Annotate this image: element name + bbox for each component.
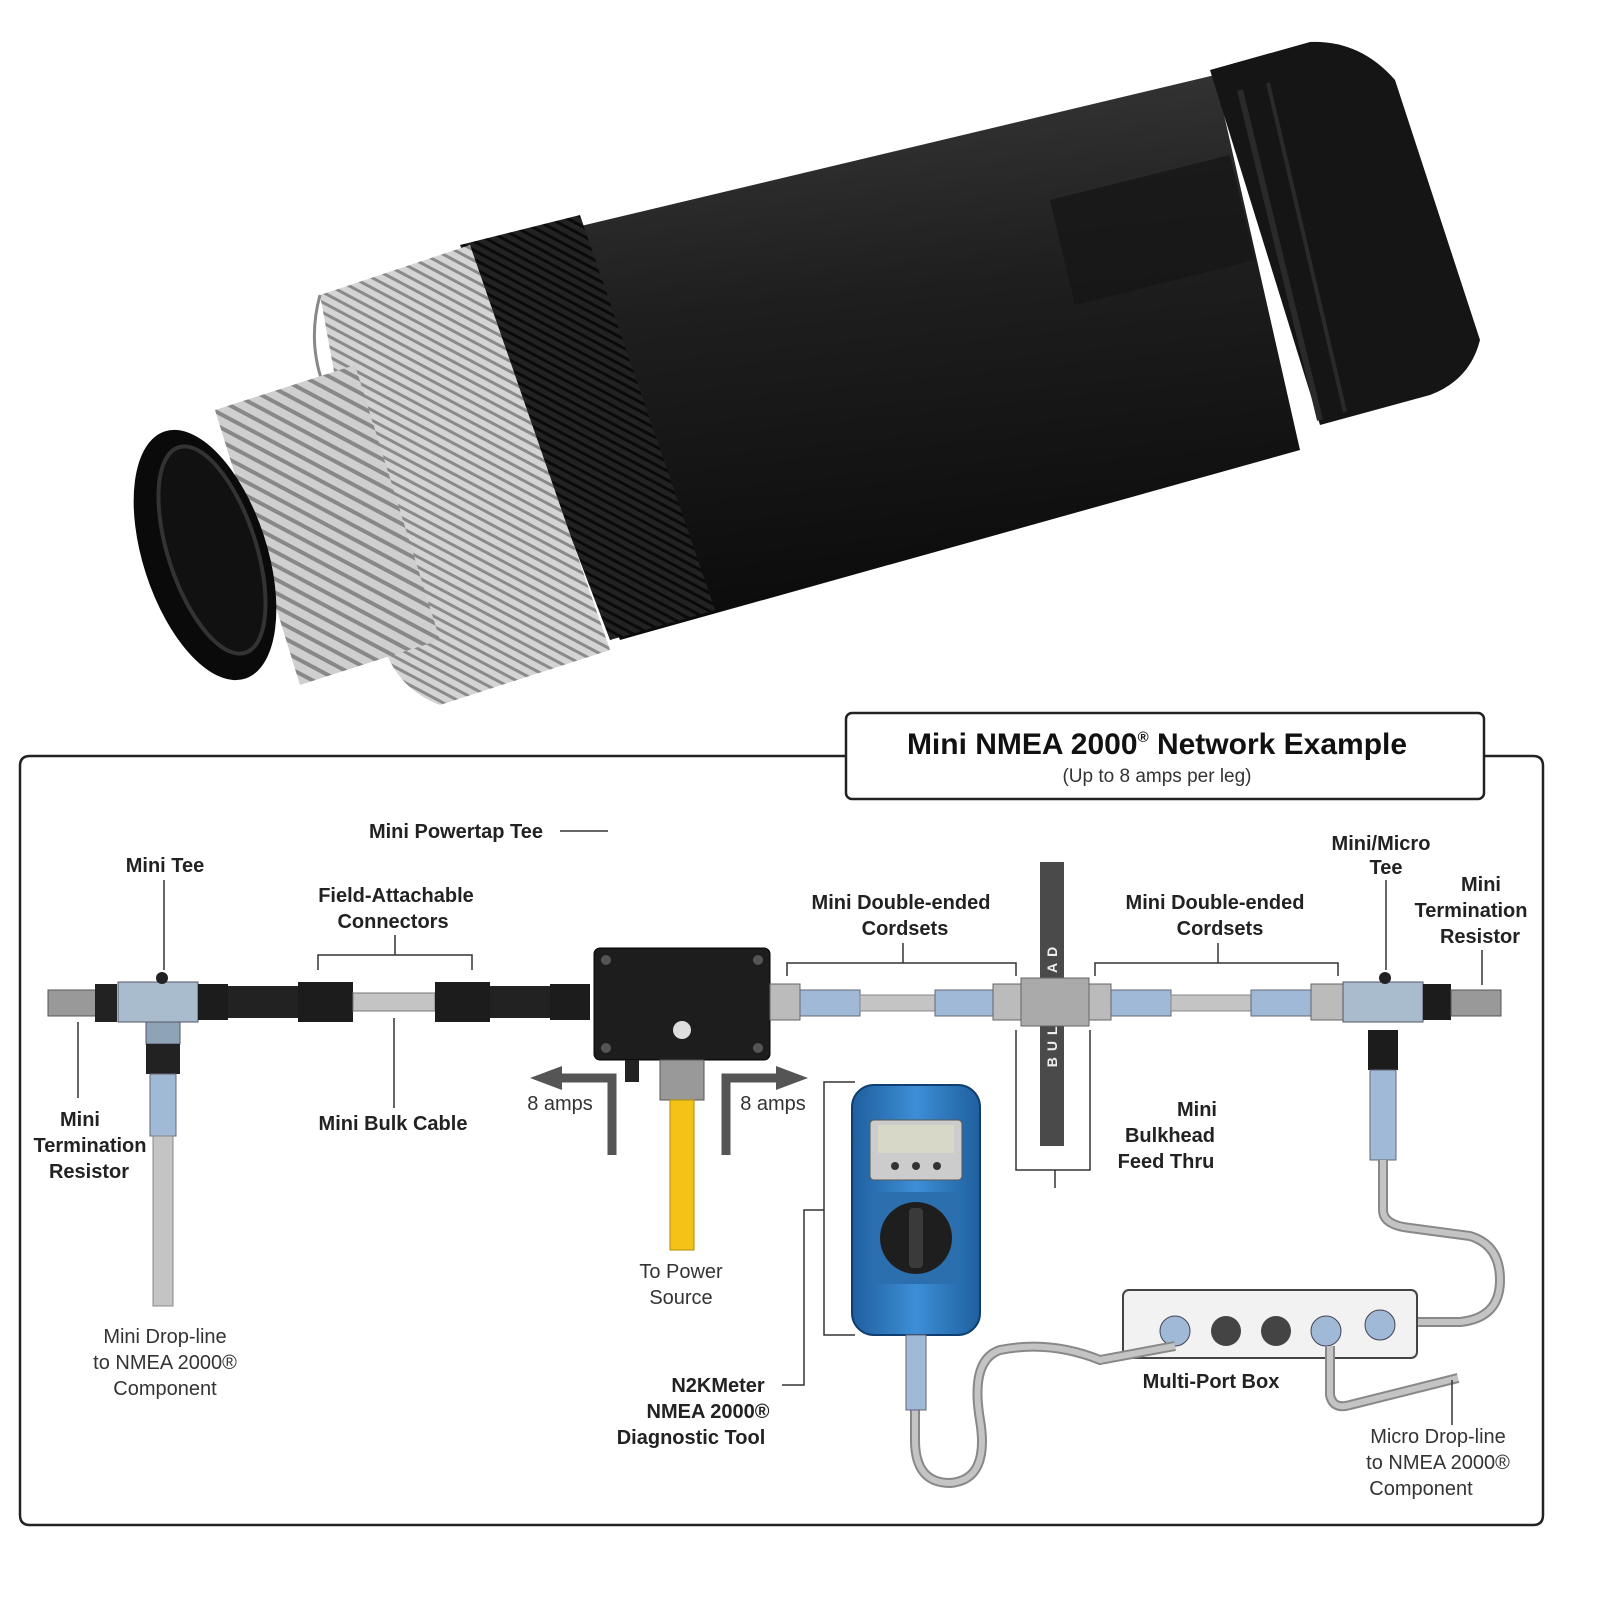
label-n2kmeter-1: N2KMeter	[671, 1375, 765, 1397]
label-mini-micro-tee-1: Mini/Micro	[1332, 833, 1431, 855]
dark-knurled-ring	[460, 215, 715, 640]
diagram-frame: Mini NMEA 2000® Network Example (Up to 8…	[18, 711, 1545, 1527]
mini-powertap-tee	[593, 947, 771, 1061]
meter-cable	[910, 1341, 1176, 1489]
diagram-labels: Mini Powertap Tee Mini Tee Field-Attacha…	[34, 821, 1528, 1500]
label-double-ended-left-2: Cordsets	[862, 918, 949, 940]
body-label-patch	[1050, 155, 1255, 305]
power-cable	[669, 1099, 695, 1251]
label-n2kmeter-2: NMEA 2000®	[647, 1401, 770, 1423]
label-termination-right-3: Resistor	[1440, 926, 1520, 948]
diagram-subtitle: (Up to 8 amps per leg)	[1062, 766, 1251, 787]
label-power-source-1: To Power	[639, 1261, 723, 1283]
label-field-attachable-1: Field-Attachable	[318, 885, 474, 907]
label-mini-tee: Mini Tee	[126, 855, 205, 877]
threaded-front	[215, 365, 440, 685]
label-drop-line-2: to NMEA 2000®	[93, 1352, 237, 1374]
label-termination-left-3: Resistor	[49, 1161, 129, 1183]
label-amps-right: 8 amps	[740, 1093, 806, 1115]
left-termination-resistor	[47, 989, 99, 1017]
label-termination-right-2: Termination	[1415, 900, 1528, 922]
label-double-ended-right-1: Mini Double-ended	[1126, 892, 1305, 914]
connector-product-image	[133, 41, 1480, 705]
label-field-attachable-2: Connectors	[337, 911, 448, 933]
right-mini-micro-tee	[1342, 981, 1424, 1023]
label-power-source-2: Source	[649, 1287, 712, 1309]
bulkhead-feed-thru	[1020, 977, 1090, 1027]
label-termination-left-1: Mini	[60, 1109, 100, 1131]
label-micro-drop-2: to NMEA 2000®	[1366, 1452, 1510, 1474]
label-mini-bulk-cable: Mini Bulk Cable	[319, 1113, 468, 1135]
mini-bulk-cable	[352, 992, 436, 1012]
label-drop-line-3: Component	[113, 1378, 217, 1400]
label-mini-micro-tee-2: Tee	[1370, 857, 1403, 879]
drop-lines	[146, 1030, 1506, 1489]
label-micro-drop-1: Micro Drop-line	[1370, 1426, 1506, 1448]
leader-lines	[77, 830, 1483, 1425]
left-drop-cable	[149, 1073, 177, 1137]
label-double-ended-right-2: Cordsets	[1177, 918, 1264, 940]
label-termination-left-2: Termination	[34, 1135, 147, 1157]
n2kmeter-device	[851, 1084, 981, 1411]
diagram-title: Mini NMEA 2000® Network Example	[907, 728, 1407, 761]
backbone: BULKHEAD	[47, 862, 1502, 1251]
left-mini-tee	[117, 981, 199, 1023]
label-amps-left: 8 amps	[527, 1093, 593, 1115]
label-n2kmeter-3: Diagnostic Tool	[617, 1427, 766, 1449]
rear-nut	[1210, 41, 1480, 426]
label-multi-port-box: Multi-Port Box	[1143, 1371, 1280, 1393]
label-mini-powertap-tee: Mini Powertap Tee	[369, 821, 543, 843]
label-termination-right-1: Mini	[1461, 874, 1501, 896]
right-termination-resistor	[1450, 989, 1502, 1017]
label-micro-drop-3: Component	[1369, 1478, 1473, 1500]
label-bulkhead-feed-2: Bulkhead	[1125, 1125, 1215, 1147]
title-box	[844, 711, 1486, 801]
label-bulkhead-feed-3: Feed Thru	[1118, 1151, 1215, 1173]
label-bulkhead-feed-1: Mini	[1177, 1099, 1217, 1121]
amperage-arrows	[530, 1066, 808, 1155]
label-double-ended-left-1: Mini Double-ended	[812, 892, 991, 914]
label-drop-line-1: Mini Drop-line	[103, 1326, 226, 1348]
